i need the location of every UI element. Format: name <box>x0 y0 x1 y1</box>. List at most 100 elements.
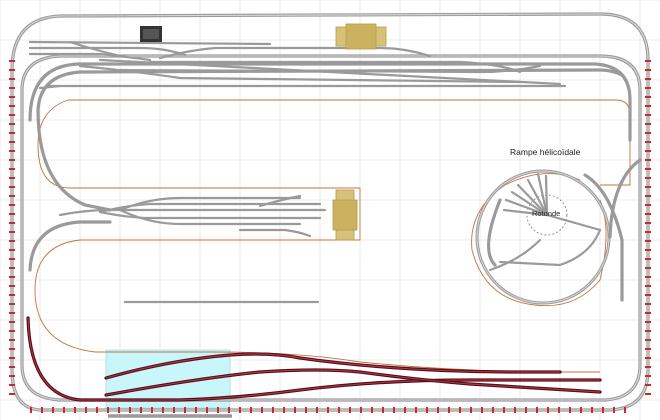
edge-marker <box>645 78 651 80</box>
edge-marker <box>9 330 15 332</box>
edge-marker <box>645 312 651 314</box>
edge-marker <box>338 407 340 413</box>
edge-marker <box>9 258 15 260</box>
edge-marker <box>645 258 651 260</box>
edge-marker <box>645 141 651 143</box>
edge-marker <box>645 303 651 305</box>
edge-marker <box>9 366 15 368</box>
turntable <box>488 172 602 272</box>
edge-marker <box>645 276 651 278</box>
edge-marker <box>459 407 461 413</box>
goods-shed-icon <box>332 189 358 241</box>
edge-marker <box>9 303 15 305</box>
edge-marker <box>9 150 15 152</box>
station-building-icon <box>335 23 387 50</box>
edge-marker <box>645 384 651 386</box>
edge-marker <box>195 407 197 413</box>
edge-marker <box>645 186 651 188</box>
edge-marker <box>404 407 406 413</box>
inner-line-track <box>28 62 632 142</box>
edge-marker <box>162 407 164 413</box>
edge-marker <box>272 407 274 413</box>
edge-marker <box>9 123 15 125</box>
second-loop-track-inner <box>21 55 641 401</box>
edge-marker <box>645 294 651 296</box>
edge-marker <box>9 393 15 395</box>
edge-marker <box>9 213 15 215</box>
edge-marker <box>448 407 450 413</box>
edge-marker <box>63 407 65 413</box>
edge-marker <box>624 407 626 413</box>
turntable-label: Rotonde <box>532 209 560 218</box>
edge-marker <box>645 339 651 341</box>
edge-marker <box>645 348 651 350</box>
edge-marker <box>514 407 516 413</box>
edge-marker <box>9 96 15 98</box>
edge-marker <box>591 407 593 413</box>
top-station-yard <box>28 40 567 90</box>
baseboard-outline <box>34 99 631 373</box>
edge-marker <box>613 407 615 413</box>
edge-marker <box>9 132 15 134</box>
edge-marker <box>547 407 549 413</box>
edge-marker <box>206 407 208 413</box>
edge-marker <box>30 407 32 413</box>
edge-marker <box>645 330 651 332</box>
edge-marker <box>569 407 571 413</box>
edge-marker <box>492 407 494 413</box>
edge-marker <box>9 78 15 80</box>
edge-marker <box>558 407 560 413</box>
edge-marker <box>9 294 15 296</box>
edge-marker <box>74 407 76 413</box>
edge-marker <box>52 407 54 413</box>
edge-markers <box>9 60 651 413</box>
edge-marker <box>41 407 43 413</box>
edge-marker <box>9 195 15 197</box>
edge-marker <box>371 407 373 413</box>
edge-marker <box>9 186 15 188</box>
edge-marker <box>437 407 439 413</box>
helix-label: Rampe hélicoïdale <box>510 147 581 157</box>
edge-marker <box>393 407 395 413</box>
edge-marker <box>602 407 604 413</box>
edge-marker <box>9 204 15 206</box>
edge-marker <box>9 276 15 278</box>
edge-marker <box>9 357 15 359</box>
edge-marker <box>316 407 318 413</box>
edge-marker <box>426 407 428 413</box>
edge-marker <box>349 407 351 413</box>
edge-marker <box>481 407 483 413</box>
edge-marker <box>9 339 15 341</box>
edge-marker <box>283 407 285 413</box>
edge-marker <box>9 114 15 116</box>
edge-marker <box>294 407 296 413</box>
edge-marker <box>9 312 15 314</box>
edge-marker <box>645 240 651 242</box>
edge-marker <box>9 222 15 224</box>
helix-ramp <box>475 158 642 305</box>
edge-marker <box>645 393 651 395</box>
edge-marker <box>250 407 252 413</box>
edge-marker <box>645 222 651 224</box>
edge-marker <box>9 105 15 107</box>
edge-marker <box>645 123 651 125</box>
edge-marker <box>9 375 15 377</box>
edge-marker <box>9 168 15 170</box>
edge-marker <box>118 407 120 413</box>
edge-marker <box>645 267 651 269</box>
edge-marker <box>536 407 538 413</box>
edge-marker <box>9 69 15 71</box>
edge-marker <box>503 407 505 413</box>
edge-marker <box>470 407 472 413</box>
edge-marker <box>327 407 329 413</box>
edge-marker <box>96 407 98 413</box>
edge-marker <box>645 69 651 71</box>
edge-marker <box>9 231 15 233</box>
edge-marker <box>382 407 384 413</box>
outer-loop-track-inner <box>11 13 649 411</box>
edge-marker <box>239 407 241 413</box>
edge-marker <box>525 407 527 413</box>
edge-marker <box>645 213 651 215</box>
edge-marker <box>107 407 109 413</box>
edge-marker <box>129 407 131 413</box>
